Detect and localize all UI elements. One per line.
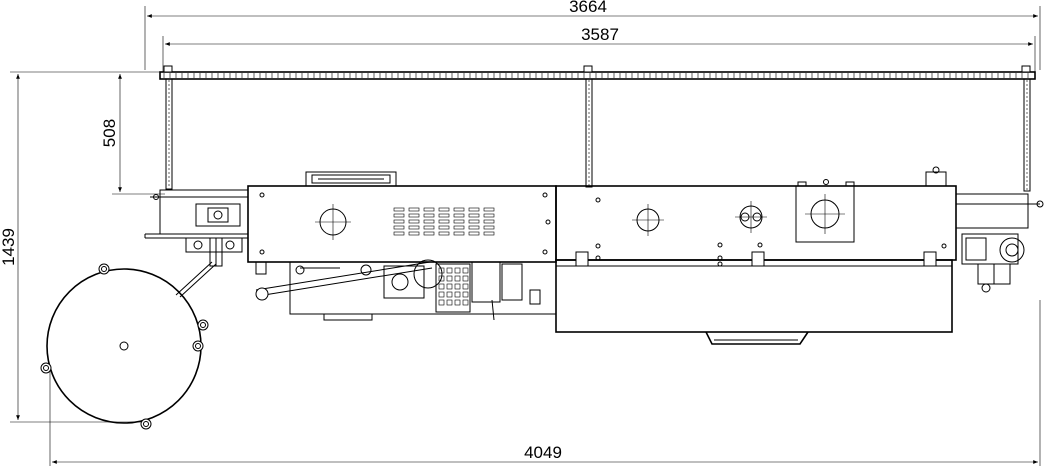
keypad-key xyxy=(438,291,445,298)
dim-label-offset: 508 xyxy=(100,119,119,147)
keypad-key xyxy=(446,267,453,274)
support-posts xyxy=(165,78,1031,192)
keypad-key xyxy=(462,267,469,274)
keypad-key xyxy=(462,275,469,282)
vent-slot xyxy=(483,207,495,212)
keypad-key xyxy=(454,299,461,306)
vent-slot xyxy=(468,207,480,212)
vent-slot xyxy=(483,231,495,236)
keypad-key xyxy=(446,283,453,290)
vent-slot xyxy=(423,213,435,218)
vent-slot xyxy=(393,231,405,236)
vent-slot xyxy=(393,219,405,224)
vent-slot xyxy=(483,219,495,224)
dimension-top-overall: 3664 xyxy=(144,0,1041,70)
dim-label-top: 3664 xyxy=(569,0,607,16)
vent-slot xyxy=(393,213,405,218)
vent-slot xyxy=(453,225,465,230)
keypad-key xyxy=(438,283,445,290)
vent-slot xyxy=(408,219,420,224)
vent-slot xyxy=(453,231,465,236)
dimension-rail-length: 3587 xyxy=(162,25,1036,72)
vent-slot xyxy=(408,225,420,230)
lower-tray xyxy=(555,251,953,345)
vent-slot xyxy=(468,219,480,224)
keypad-key xyxy=(462,299,469,306)
main-body-right xyxy=(555,166,957,261)
keypad-key xyxy=(454,267,461,274)
vent-slot xyxy=(453,207,465,212)
vent-slot xyxy=(423,225,435,230)
vent-slot xyxy=(483,225,495,230)
main-body-left xyxy=(247,171,557,263)
vent-slot xyxy=(423,207,435,212)
vent-slot xyxy=(453,219,465,224)
keypad-key xyxy=(446,291,453,298)
keypad-key xyxy=(438,275,445,282)
vent-slot xyxy=(438,231,450,236)
vent-slot xyxy=(408,231,420,236)
unwind-reel xyxy=(40,261,217,430)
keypad-key xyxy=(462,283,469,290)
vent-slot xyxy=(468,213,480,218)
keypad-key xyxy=(454,283,461,290)
keypad-key xyxy=(454,291,461,298)
vent-slot xyxy=(453,213,465,218)
dimension-total-width: 4049 xyxy=(49,300,1041,466)
vent-slot xyxy=(393,225,405,230)
keypad-key xyxy=(454,275,461,282)
vent-slot xyxy=(468,231,480,236)
dimension-rail-offset: 508 xyxy=(100,74,165,195)
vent-slot xyxy=(483,213,495,218)
dim-label-width: 4049 xyxy=(524,443,562,462)
vent-slot xyxy=(438,213,450,218)
keypad-key xyxy=(446,275,453,282)
keypad-key xyxy=(462,291,469,298)
dimension-total-height: 1439 xyxy=(0,71,165,423)
dim-label-height: 1439 xyxy=(0,228,18,266)
left-infeed-unit xyxy=(144,189,249,267)
vent-slot xyxy=(438,225,450,230)
vent-slot xyxy=(438,219,450,224)
vent-slot xyxy=(423,219,435,224)
lower-mechanism xyxy=(255,259,557,321)
vent-slot xyxy=(468,225,480,230)
keypad-key xyxy=(438,267,445,274)
vent-slot xyxy=(393,207,405,212)
keypad-key xyxy=(438,299,445,306)
dim-label-rail: 3587 xyxy=(581,25,619,44)
vent-slot xyxy=(408,213,420,218)
keypad-key xyxy=(446,299,453,306)
top-rail xyxy=(159,65,1036,80)
vent-slot xyxy=(408,207,420,212)
vent-slot xyxy=(438,207,450,212)
right-outfeed-unit xyxy=(955,193,1044,293)
vent-slot xyxy=(423,231,435,236)
